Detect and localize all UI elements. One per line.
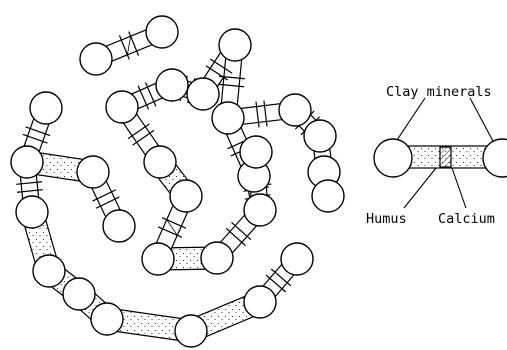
clay-particle [281, 243, 313, 275]
calcium-bridge [440, 147, 451, 167]
clay-particle [483, 139, 507, 177]
clay-particle [304, 120, 336, 152]
leader-line [404, 168, 436, 208]
clay-particle [11, 146, 43, 178]
clay-particle [33, 255, 65, 287]
clay-particle [244, 194, 276, 226]
clay-particle [142, 243, 174, 275]
clay-particle [106, 91, 138, 123]
clay-particle [146, 16, 178, 48]
clay-particle [91, 303, 123, 335]
clay-particle [240, 136, 272, 168]
calcium-label: Calcium [438, 211, 495, 227]
clay-particle [30, 92, 62, 124]
clay-particle [170, 180, 202, 212]
clay-particle [63, 278, 95, 310]
clay-particle [212, 102, 244, 134]
clay-particle [103, 210, 135, 242]
leader-line [395, 98, 425, 143]
clay-particle [77, 156, 109, 188]
clay-particle [187, 78, 219, 110]
legend: Clay minerals Humus Calcium [366, 84, 507, 227]
clay-particle [219, 29, 251, 61]
clay-particle [312, 180, 344, 212]
clay-minerals-label: Clay minerals [386, 84, 492, 100]
clay-particle [279, 94, 311, 126]
leader-line [470, 98, 494, 143]
leader-line [452, 168, 466, 208]
clay-particle [144, 146, 176, 178]
clay-particle [80, 43, 112, 75]
humus-label: Humus [366, 211, 407, 227]
clay-particle [175, 315, 207, 347]
clay-particle [16, 196, 48, 228]
clay-particle [244, 286, 276, 318]
clay-particle [374, 139, 412, 177]
clay-particle [156, 69, 188, 101]
clay-particle [201, 242, 233, 274]
